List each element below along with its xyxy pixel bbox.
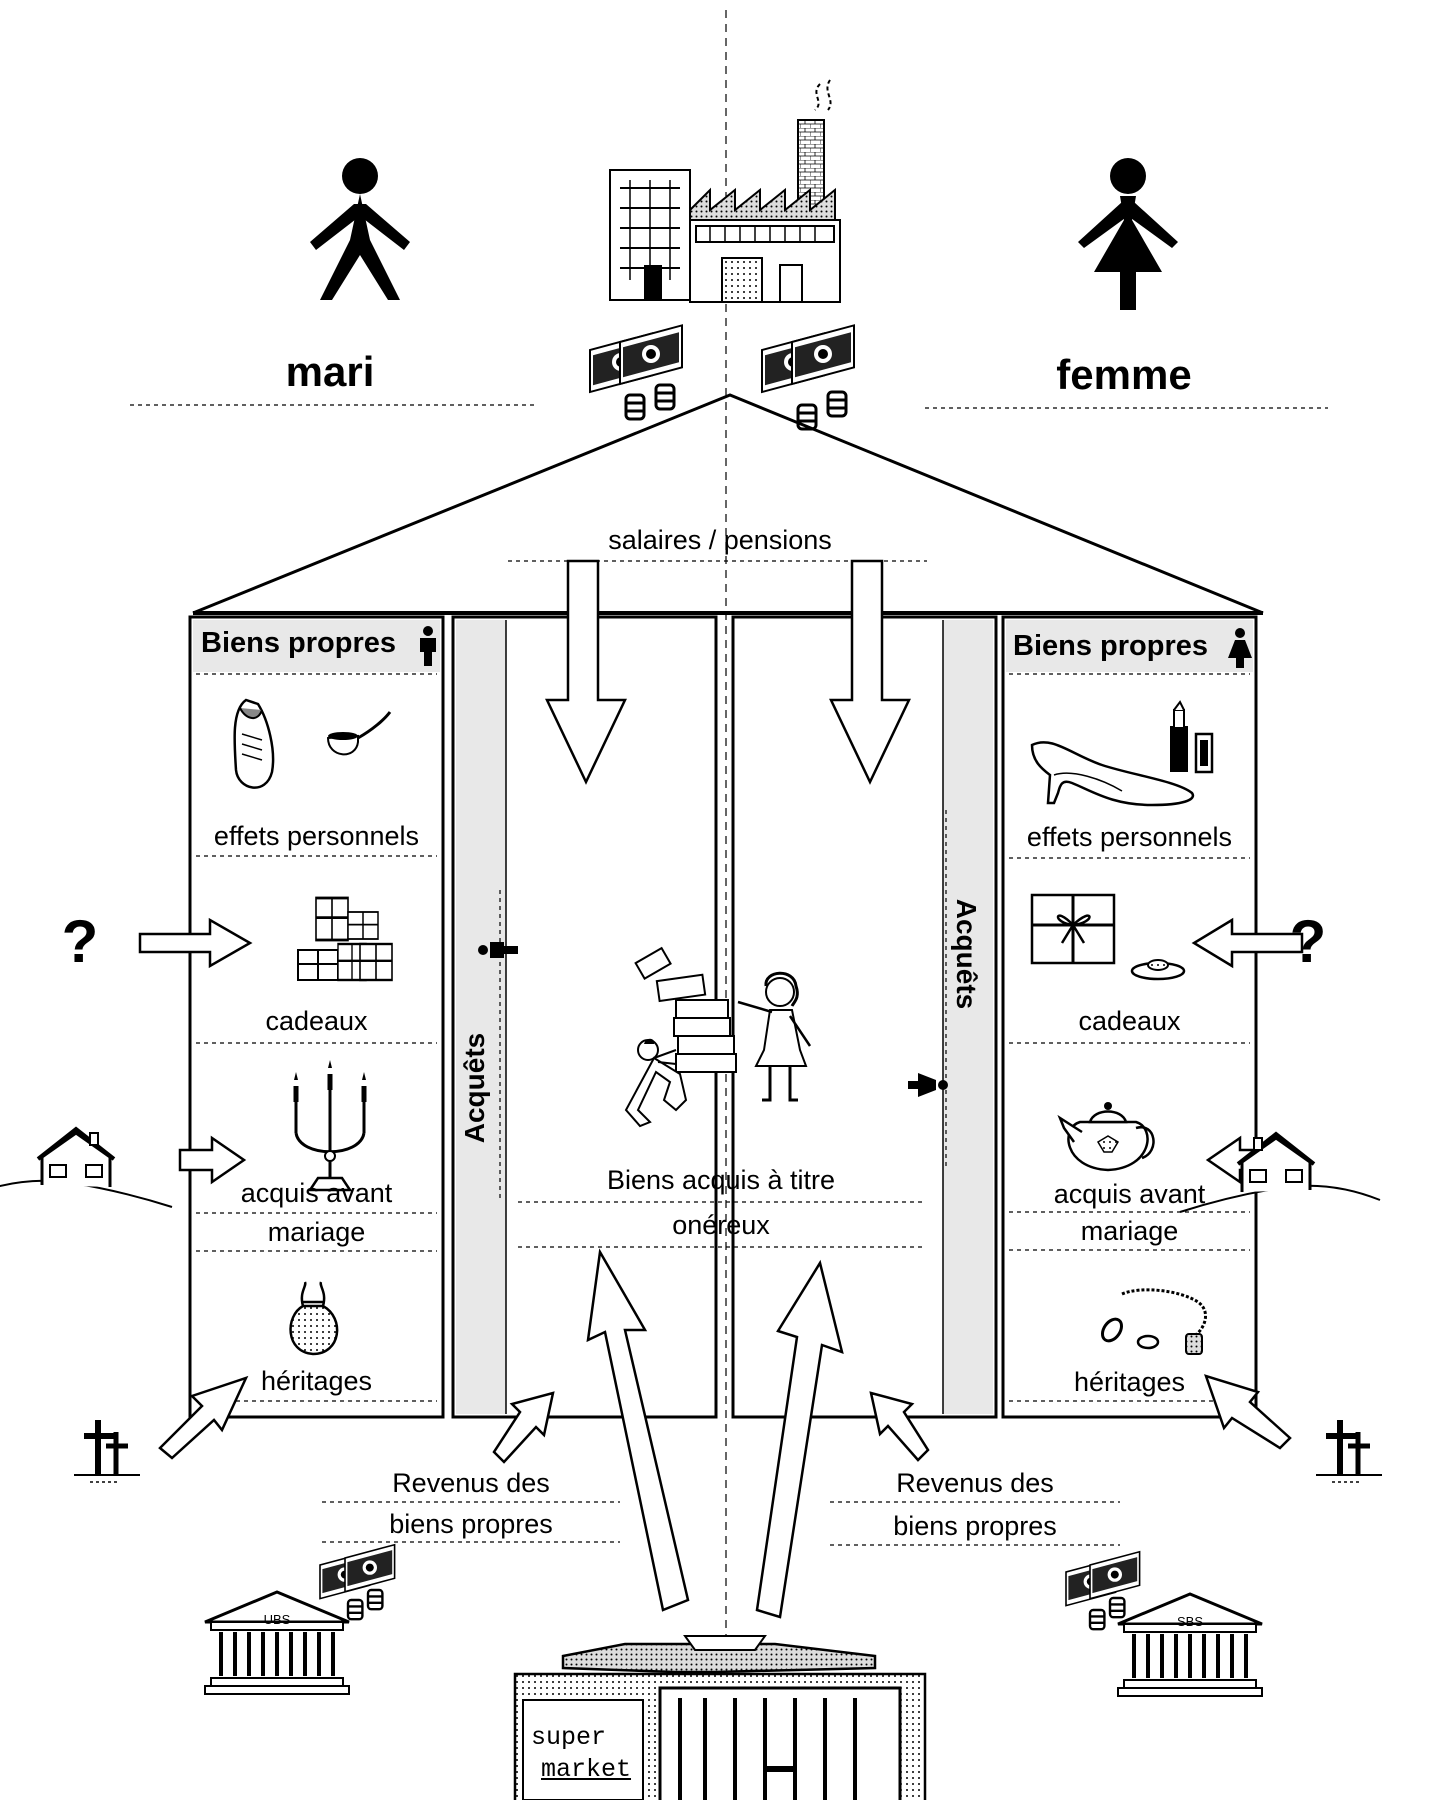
supermarket-label-line2: market [541,1755,632,1784]
left-question-mark: ? [61,908,99,975]
jewelry-icon [1100,1288,1208,1355]
factory-icon [609,79,841,303]
right-question-mark: ? [1289,908,1327,975]
man-icon [310,158,410,300]
woman-icon [1228,628,1252,668]
grave-cross-icon [74,1420,140,1482]
left-item-marriage: mariage [267,1217,366,1247]
shoe-icon [233,698,275,789]
money-icon [1065,1550,1141,1631]
left-own-property-header: Biens propres [201,627,396,659]
purchase-arrow-right [755,1259,844,1619]
left-item-personal-effects: effets personnels [213,821,420,851]
center-label-line1: Biens acquis à titre [606,1165,836,1195]
left-item-gifts: cadeaux [265,1006,368,1036]
right-bank-label: SBS [1176,1614,1203,1629]
salary-arrow-left [545,559,627,785]
candelabra-icon [293,1060,367,1192]
right-item-personal-effects: effets personnels [1026,822,1233,852]
supermarket-icon [513,1635,927,1800]
left-item-acquired-before: acquis avant [240,1178,393,1208]
supermarket-label-line1: super [531,1723,607,1752]
salary-arrow-right [829,559,911,785]
right-own-property-header: Biens propres [1013,630,1208,662]
woman-icon [1078,158,1178,310]
bag-icon [289,1281,339,1356]
purchase-arrow-left [586,1248,690,1612]
right-revenue-line1: Revenus des [896,1468,1054,1498]
wife-label: femme [1056,351,1192,398]
right-item-marriage: mariage [1080,1216,1179,1246]
left-bank-label: UBS [263,1612,291,1627]
right-item-inheritances: héritages [1073,1367,1186,1397]
right-item-gifts: cadeaux [1078,1006,1181,1036]
grave-cross-icon [1316,1420,1382,1482]
teapot-icon [1057,1102,1155,1172]
man-icon [420,626,436,666]
lipstick-icon [1170,700,1214,774]
man-icon [478,942,518,958]
left-acquets-label: Acquêts [459,1032,490,1144]
salaries-label: salaires / pensions [608,525,832,555]
house-icon [0,1127,174,1209]
center-label-line2: onéreux [672,1210,770,1240]
couple-carrying-boxes-icon [624,946,812,1128]
right-item-acquired-before: acquis avant [1053,1179,1206,1209]
left-revenue-line2: biens propres [389,1509,553,1539]
husband-label: mari [285,348,375,395]
left-revenue-line1: Revenus des [392,1468,550,1498]
bank-icon [203,1590,351,1696]
right-revenue-line2: biens propres [893,1511,1057,1541]
woman-icon [908,1073,948,1097]
pipe-icon [326,711,392,756]
bank-icon [1116,1592,1264,1698]
ring-icon [1130,959,1186,981]
money-icon [319,1543,396,1621]
high-heel-icon [1030,741,1195,807]
gift-icon [1030,893,1116,965]
right-acquets-label: Acquêts [951,898,982,1010]
left-item-inheritances: héritages [260,1366,373,1396]
money-icon [589,324,683,421]
